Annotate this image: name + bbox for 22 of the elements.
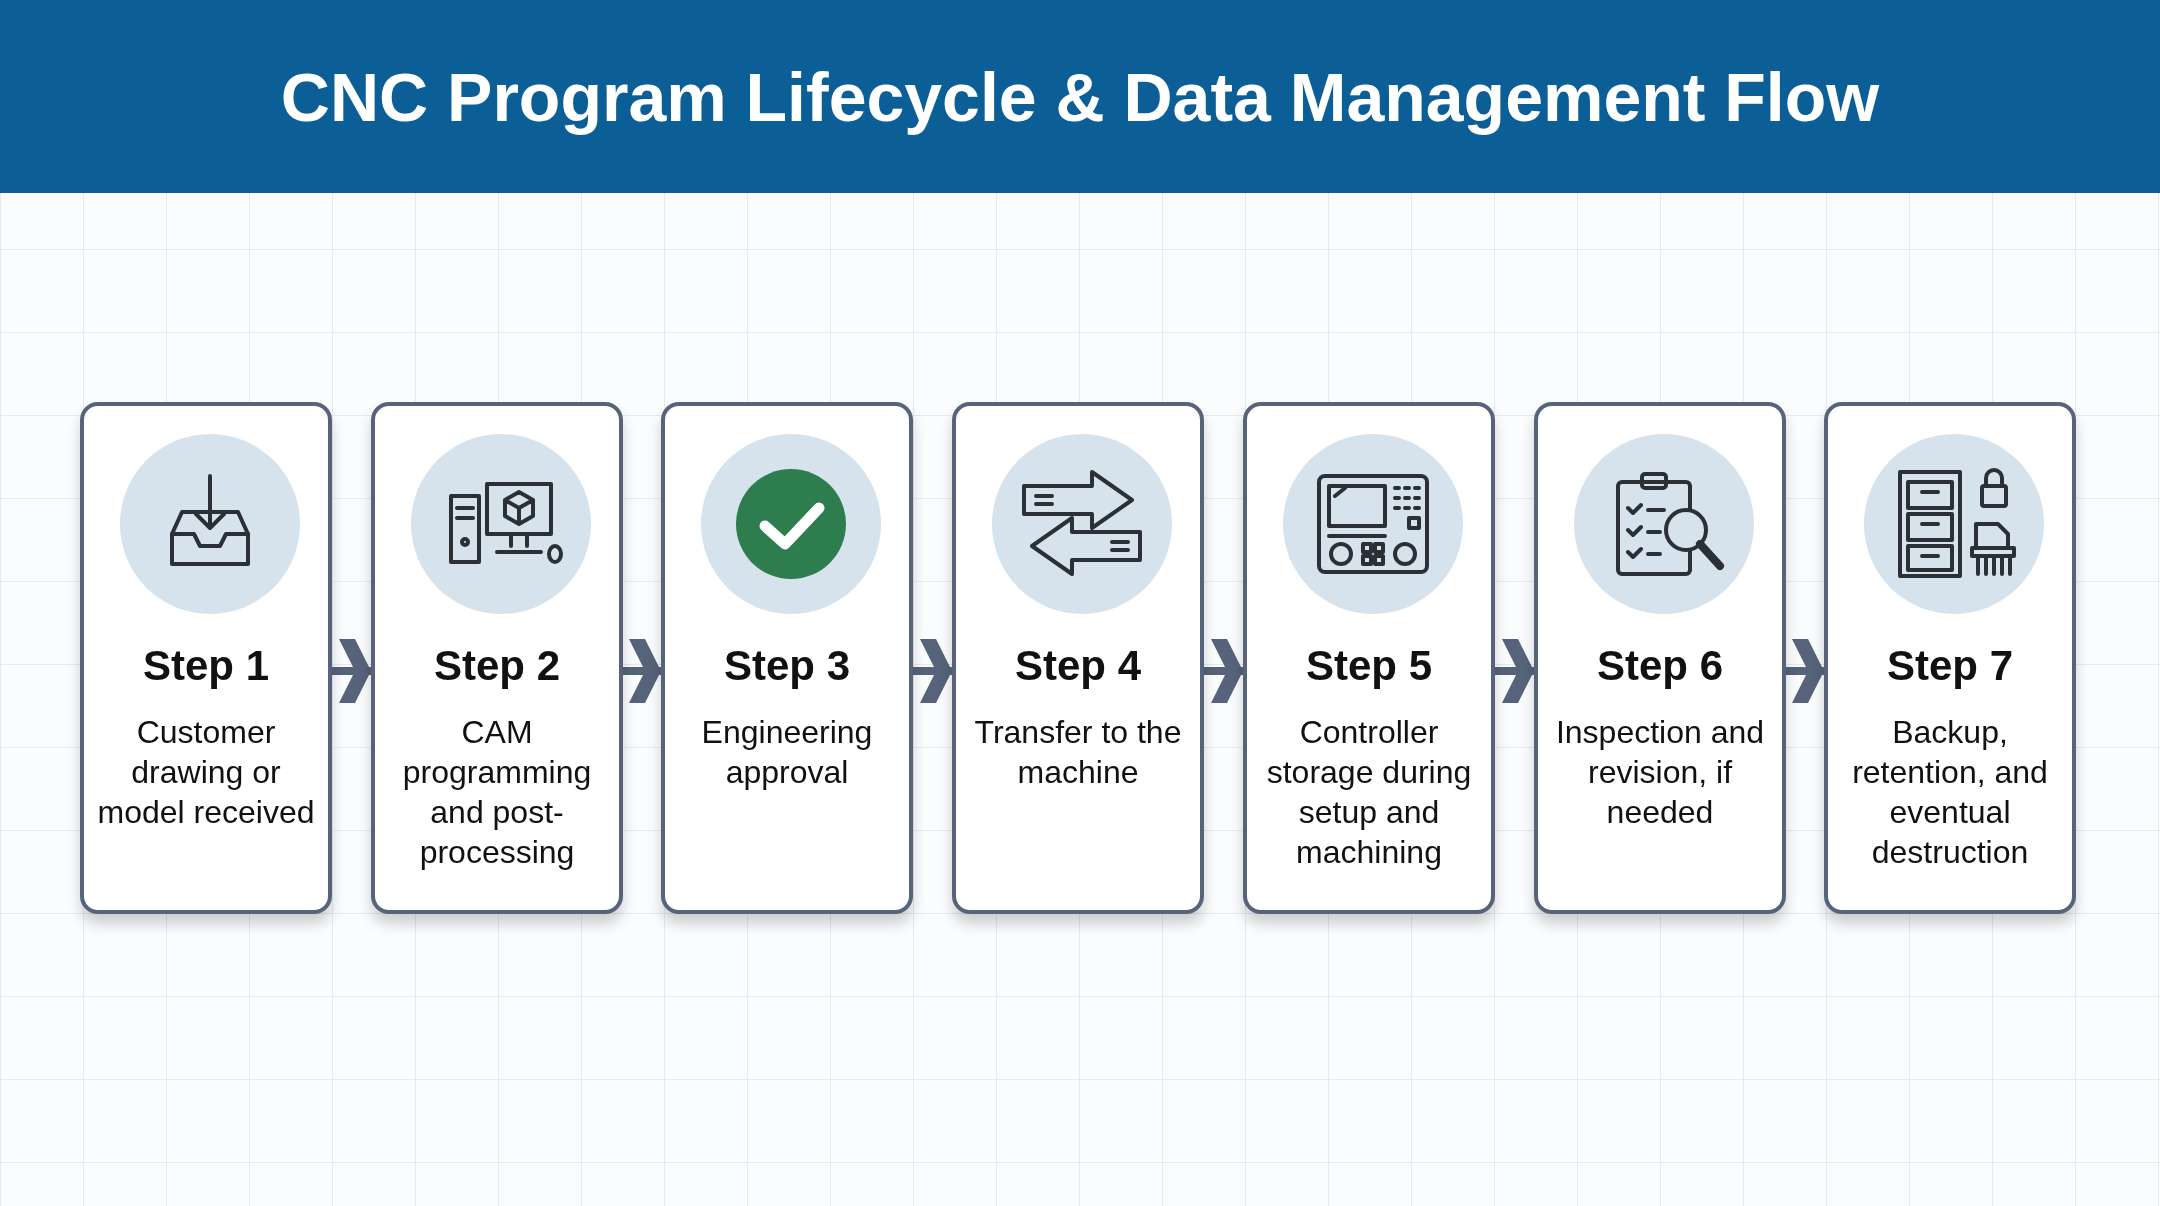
step-heading: Step 2 [432, 642, 561, 690]
step-description: Inspection and revision, if needed [1554, 713, 1766, 832]
step-heading: Step 4 [1013, 642, 1142, 690]
step-heading: Step 1 [141, 642, 270, 690]
step-description: CAM programming and post-processing [401, 713, 593, 872]
step-card [1534, 402, 1786, 914]
step-heading: Step 5 [1304, 642, 1433, 690]
step-card [952, 402, 1204, 914]
step-description: Transfer to the machine [973, 713, 1183, 792]
step-card [371, 402, 623, 914]
title: CNC Program Lifecycle & Data Management Flow [280, 57, 1880, 136]
step-description: Customer drawing or model received [96, 713, 316, 832]
step-card [80, 402, 332, 914]
step-heading: Step 6 [1595, 642, 1724, 690]
step-description: Engineering approval [700, 713, 874, 792]
step-card [661, 402, 913, 914]
step-description: Controller storage during setup and machining [1265, 713, 1473, 872]
step-heading: Step 3 [722, 642, 851, 690]
step-heading: Step 7 [1885, 642, 2014, 690]
step-card [1243, 402, 1495, 914]
step-description: Backup, retention, and eventual destruction [1851, 713, 2049, 872]
step-card [1824, 402, 2076, 914]
